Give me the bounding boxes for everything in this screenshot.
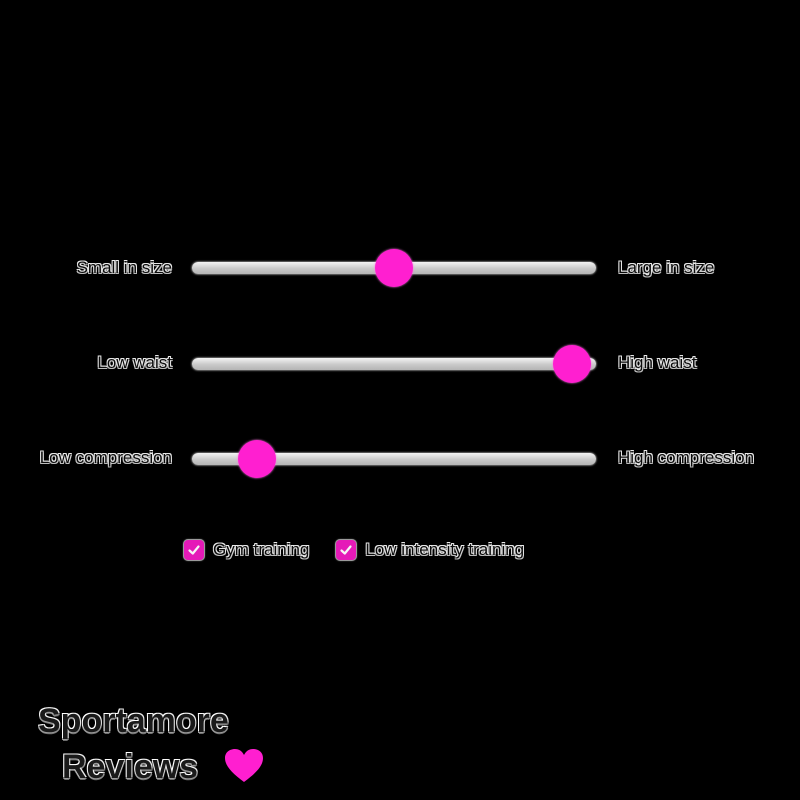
slider-waist-right-label: High waist [618, 353, 697, 372]
slider-size-right-label: Large in size [618, 258, 715, 277]
checkbox-checked-icon[interactable] [336, 540, 357, 560]
logo-line-2: Reviews [62, 748, 199, 786]
slider-waist-thumb[interactable] [552, 345, 591, 383]
checkmark-icon [340, 545, 352, 555]
slider-compression-track[interactable] [192, 453, 596, 465]
checkbox-gym-training-label: Gym training [213, 540, 310, 559]
checkbox-low-intensity-training[interactable]: Low intensity training [336, 540, 524, 560]
slider-size-left-label: Small in size [76, 258, 172, 277]
slider-waist-track[interactable] [192, 358, 596, 370]
sportamore-reviews-logo: Sportamore Reviews [36, 700, 276, 790]
logo-line-1: Sportamore [38, 702, 229, 740]
slider-waist-left-label: Low waist [97, 353, 172, 372]
checkbox-checked-icon[interactable] [184, 540, 204, 560]
training-options: Gym training Low intensity training [184, 540, 551, 560]
heart-icon [225, 749, 263, 782]
checkbox-low-intensity-training-label: Low intensity training [365, 540, 525, 559]
slider-compression-right-label: High compression [618, 448, 755, 467]
slider-size-thumb[interactable] [375, 249, 413, 287]
checkmark-icon [188, 545, 200, 555]
slider-compression-thumb[interactable] [237, 440, 276, 478]
slider-compression-left-label: Low compression [39, 448, 172, 467]
checkbox-gym-training[interactable]: Gym training [184, 540, 309, 560]
